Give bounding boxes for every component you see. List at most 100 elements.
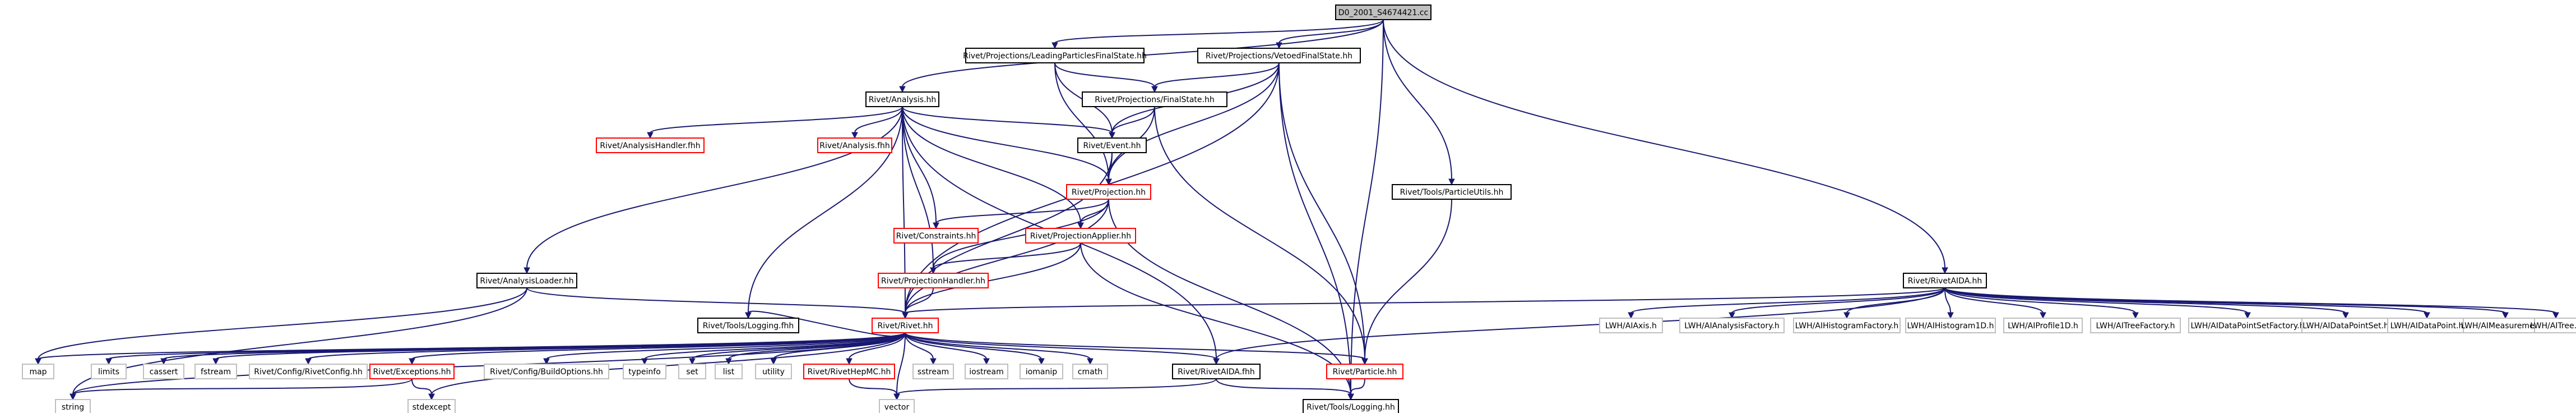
node-string: string xyxy=(55,399,91,413)
node-rivethh[interactable]: Rivet/Rivet.hh xyxy=(872,318,939,333)
arrowhead-rivethh-to-exceptions xyxy=(409,358,415,365)
edge-rivethh-to-exceptions xyxy=(411,332,906,360)
node-utility: utility xyxy=(755,364,792,379)
edge-projapplier-to-rivethh xyxy=(905,242,1081,314)
node-lpfs[interactable]: Rivet/Projections/LeadingParticlesFinalS… xyxy=(963,48,1147,63)
edge-particleutils-to-particle xyxy=(1364,199,1452,360)
node-box-logginghh xyxy=(1303,399,1399,413)
node-rivethepmc[interactable]: Rivet/RivetHepMC.hh xyxy=(803,364,895,379)
node-box-particleutils xyxy=(1392,184,1512,200)
edge-rivethh-to-rivetaidafhh xyxy=(905,332,1217,360)
node-projapplier[interactable]: Rivet/ProjectionApplier.hh xyxy=(1025,228,1136,244)
node-label-aimeasurement: LWH/AIMeasurement.h xyxy=(2461,322,2550,331)
node-label-analysishandlerfhh: Rivet/AnalysisHandler.fhh xyxy=(600,141,700,150)
node-box-analysisloader xyxy=(476,273,577,288)
node-particleutils[interactable]: Rivet/Tools/ParticleUtils.hh xyxy=(1392,184,1512,200)
node-loggingfhh[interactable]: Rivet/Tools/Logging.fhh xyxy=(697,318,799,333)
node-box-rivetaida xyxy=(1903,273,1987,288)
arrowhead-vfs-to-finalstate xyxy=(1151,86,1158,93)
edge-rivethh-to-iostream xyxy=(905,332,987,360)
node-label-set: set xyxy=(686,368,698,377)
node-label-rivetaidafhh: Rivet/RivetAIDA.fhh xyxy=(1178,368,1254,377)
edge-vfs-to-logginghh xyxy=(1278,62,1351,395)
node-label-rivetconfig: Rivet/Config/RivetConfig.hh xyxy=(254,368,362,377)
nodes-layer: D0_2001_S4674421.ccRivet/Projections/Lea… xyxy=(22,4,2576,413)
edge-analysis-to-event xyxy=(902,106,1113,134)
edge-vfs-to-projection xyxy=(1108,62,1280,180)
arrowhead-rivetaidafhh-to-vector xyxy=(893,393,900,401)
node-box-limits xyxy=(91,364,127,379)
edge-rivethh-to-loggingfhh xyxy=(748,310,906,337)
edge-rivetaida-to-aihistogram1d xyxy=(1944,287,1951,314)
arrowhead-rivetaida-to-aitree xyxy=(2552,312,2559,319)
node-list: list xyxy=(715,364,743,379)
node-root[interactable]: D0_2001_S4674421.cc xyxy=(1335,4,1431,20)
node-box-aitree xyxy=(2534,318,2576,333)
arrowhead-rivethh-to-iomanip xyxy=(1038,358,1045,365)
edge-projection-to-rivethh xyxy=(905,199,1109,314)
node-rivetconfig: Rivet/Config/RivetConfig.hh xyxy=(249,364,368,379)
arrowhead-projection-to-constraints xyxy=(933,222,939,230)
node-exceptions[interactable]: Rivet/Exceptions.hh xyxy=(369,364,455,379)
node-constraints[interactable]: Rivet/Constraints.hh xyxy=(893,228,979,244)
node-analysis[interactable]: Rivet/Analysis.hh xyxy=(865,91,939,107)
arrowhead-rivetaida-to-aidatapoint xyxy=(2424,312,2430,319)
node-projhandler[interactable]: Rivet/ProjectionHandler.hh xyxy=(878,273,989,288)
arrowhead-exceptions-to-string xyxy=(70,393,76,401)
node-cmath: cmath xyxy=(1072,364,1108,379)
node-label-particleutils: Rivet/Tools/ParticleUtils.hh xyxy=(1400,188,1504,197)
arrowhead-rivethh-to-cmath xyxy=(1087,358,1094,365)
node-rivetaidafhh[interactable]: Rivet/RivetAIDA.fhh xyxy=(1172,364,1261,379)
node-aitree: LWH/AITree.h xyxy=(2530,318,2576,333)
node-analysisfhh[interactable]: Rivet/Analysis.fhh xyxy=(817,137,892,153)
node-analysisloader[interactable]: Rivet/AnalysisLoader.hh xyxy=(476,273,577,288)
arrowhead-rivethh-to-typeinfo xyxy=(641,358,648,365)
node-box-particle xyxy=(1326,364,1403,379)
node-set: set xyxy=(678,364,706,379)
node-box-aidatapoint xyxy=(2387,318,2467,333)
node-box-utility xyxy=(755,364,792,379)
node-label-root: D0_2001_S4674421.cc xyxy=(1338,8,1428,17)
node-label-aidatapoint: LWH/AIDataPoint.h xyxy=(2390,322,2464,331)
node-iomanip: iomanip xyxy=(1020,364,1063,379)
node-projection[interactable]: Rivet/Projection.hh xyxy=(1066,184,1151,200)
edge-analysisloader-to-map xyxy=(38,287,527,360)
node-box-event xyxy=(1077,137,1147,153)
node-analysishandlerfhh[interactable]: Rivet/AnalysisHandler.fhh xyxy=(596,137,705,153)
node-event[interactable]: Rivet/Event.hh xyxy=(1077,137,1147,153)
node-label-utility: utility xyxy=(762,368,785,377)
node-box-list xyxy=(715,364,743,379)
arrowhead-rivethh-to-utility xyxy=(770,358,777,365)
node-label-constraints: Rivet/Constraints.hh xyxy=(896,232,976,241)
edge-rivetaida-to-aidpsfactory xyxy=(1944,287,2248,314)
edge-rivethh-to-cmath xyxy=(905,332,1091,360)
node-vfs[interactable]: Rivet/Projections/VetoedFinalState.hh xyxy=(1197,48,1361,63)
edge-projapplier-to-projhandler xyxy=(933,242,1081,269)
edge-root-to-rivetaida xyxy=(1383,19,1945,269)
edge-exceptions-to-string xyxy=(72,378,413,395)
edge-rivethh-to-particle xyxy=(905,332,1365,360)
node-finalstate[interactable]: Rivet/Projections/FinalState.hh xyxy=(1082,91,1227,107)
node-box-projapplier xyxy=(1025,228,1136,244)
arrowhead-root-to-analysis xyxy=(899,86,906,93)
node-aidpsfactory: LWH/AIDataPointSetFactory.h xyxy=(2188,318,2307,333)
arrowhead-analysis-to-analysishandlerfhh xyxy=(647,132,654,139)
node-sstream: sstream xyxy=(912,364,954,379)
node-particle[interactable]: Rivet/Particle.hh xyxy=(1326,364,1403,379)
node-box-cassert xyxy=(143,364,184,379)
arrowhead-exceptions-to-stdexcept xyxy=(428,393,435,401)
edge-projhandler-to-rivethh xyxy=(905,287,934,314)
node-label-lpfs: Rivet/Projections/LeadingParticlesFinalS… xyxy=(963,52,1147,61)
node-box-rivethepmc xyxy=(803,364,895,379)
arrowhead-analysis-to-analysisfhh xyxy=(851,132,858,139)
node-box-projection xyxy=(1066,184,1151,200)
edge-vfs-to-particle xyxy=(1278,62,1365,360)
edge-rivethh-to-rivetconfig xyxy=(308,332,906,360)
node-rivetaida[interactable]: Rivet/RivetAIDA.hh xyxy=(1903,273,1987,288)
arrowhead-root-to-particleutils xyxy=(1448,178,1455,186)
arrowhead-rivetaida-to-rivethh xyxy=(902,312,909,319)
arrowhead-rivethh-to-buildoptions xyxy=(543,358,550,365)
node-logginghh[interactable]: Rivet/Tools/Logging.hh xyxy=(1303,399,1399,413)
node-box-analysishandlerfhh xyxy=(596,137,705,153)
node-aihistogramfactory: LWH/AIHistogramFactory.h xyxy=(1793,318,1901,333)
